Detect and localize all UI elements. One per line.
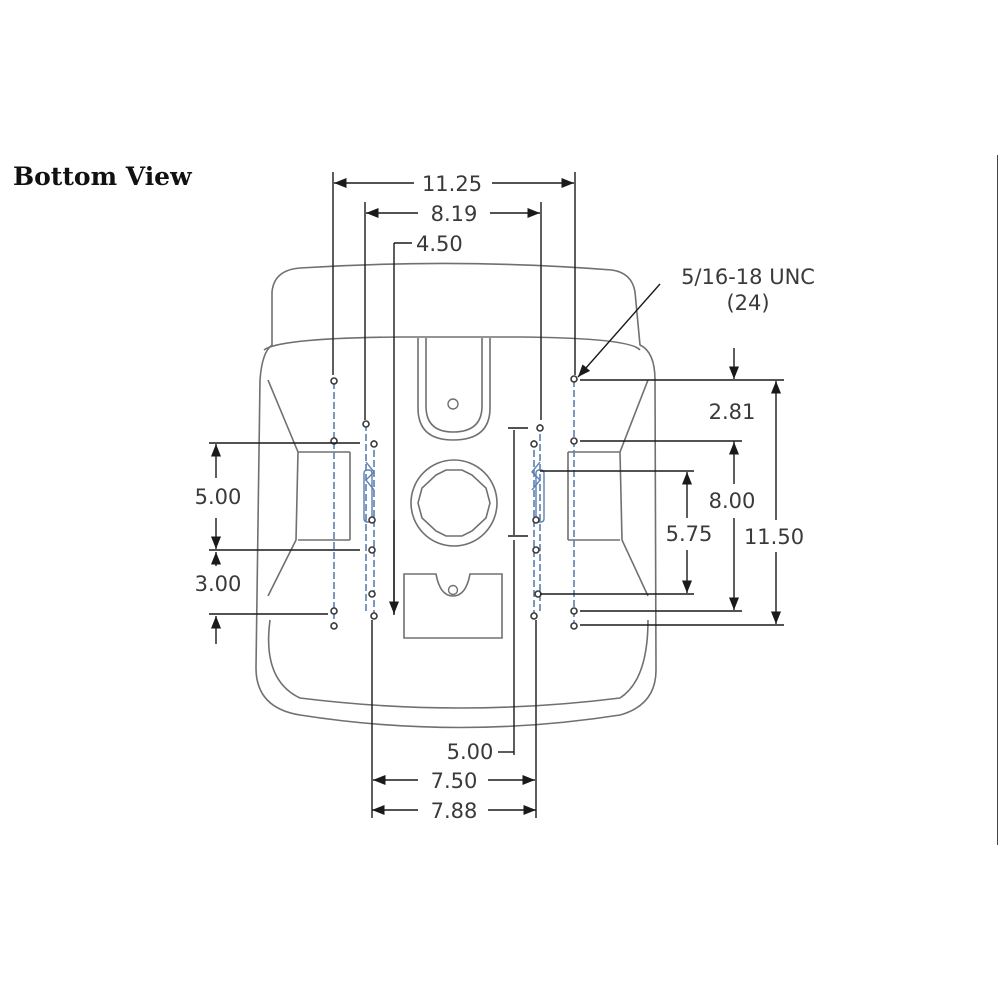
page-title: Bottom View bbox=[13, 162, 192, 191]
inner-floor bbox=[267, 619, 649, 709]
frame-edge bbox=[997, 155, 998, 845]
dim-right-overall: 11.50 bbox=[744, 525, 804, 549]
dim-bottom-inner: 7.50 bbox=[431, 769, 478, 793]
dim-left-lower: 3.00 bbox=[195, 572, 242, 596]
upper-panel-line bbox=[263, 336, 641, 351]
dim-bottom-overall: 7.88 bbox=[431, 799, 478, 823]
center-boss bbox=[410, 459, 498, 547]
dim-left-upper: 5.00 bbox=[195, 485, 242, 509]
dimension-lines bbox=[210, 177, 782, 816]
thread-callout-line1: 5/16-18 UNC bbox=[681, 265, 815, 289]
hole-axes bbox=[333, 380, 575, 626]
dim-right-small: 2.81 bbox=[709, 400, 756, 424]
dim-top-overall: 11.25 bbox=[422, 172, 482, 196]
body-outline bbox=[255, 262, 657, 729]
left-rib bbox=[267, 379, 299, 597]
dim-top-offset: 4.50 bbox=[416, 232, 463, 256]
holes bbox=[330, 375, 578, 630]
right-rib bbox=[619, 379, 649, 597]
dimension-labels: 11.25 8.19 4.50 5.00 3.00 2.81 8.00 5.75… bbox=[195, 172, 815, 823]
dim-right-mid: 8.00 bbox=[709, 489, 756, 513]
dim-top-inner: 8.19 bbox=[431, 202, 478, 226]
bottom-pocket bbox=[403, 573, 503, 639]
dim-right-inner: 5.75 bbox=[666, 522, 713, 546]
outer-shell bbox=[255, 262, 657, 729]
dim-bottom-offset: 5.00 bbox=[447, 740, 494, 764]
thread-callout-line2: (24) bbox=[726, 291, 769, 315]
extension-lines bbox=[209, 172, 784, 818]
slots bbox=[363, 461, 545, 523]
top-pocket bbox=[417, 338, 491, 441]
